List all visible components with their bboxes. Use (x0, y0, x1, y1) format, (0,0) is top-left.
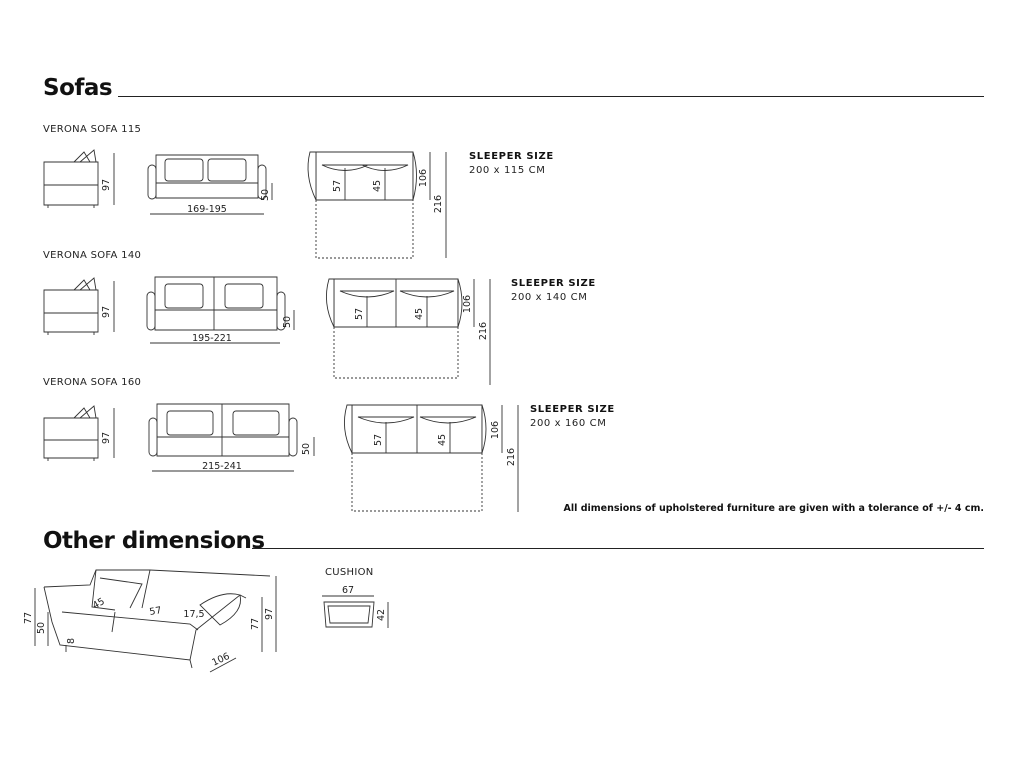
tolerance-note: All dimensions of upholstered furniture … (563, 503, 984, 514)
sofa-115-top-view: 57 45 106 216 (307, 151, 447, 259)
sofa-name-160: VERONA SOFA 160 (43, 377, 142, 388)
sleeper-size-115: 200 x 115 CM (469, 165, 546, 176)
sofa-140-side-height: 97 (101, 306, 112, 318)
sofa-140-side-view: 97 (43, 277, 115, 335)
sofa-115-top-b: 45 (372, 180, 383, 192)
sofa-140-top-depth: 106 (462, 295, 473, 313)
sofa-160-open-depth: 216 (506, 448, 517, 466)
sofas-title: Sofas (43, 75, 113, 101)
perspective-sofa-drawing: 77 50 8 45 57 17,5 77 97 106 (23, 569, 277, 673)
sofa-name-115: VERONA SOFA 115 (43, 124, 142, 135)
sofa-115-side-height: 97 (101, 179, 112, 191)
sofa-115-top-a: 57 (332, 180, 343, 192)
sofa-160-top-view: 57 45 106 216 (343, 404, 519, 512)
sofa-160-side-height: 97 (101, 432, 112, 444)
sofa-160-drawings: 97 215-241 50 57 (43, 403, 519, 512)
sofa-160-front-width: 215-241 (202, 461, 242, 472)
sofa-140-open-depth: 216 (478, 322, 489, 340)
sleeper-size-160: 200 x 160 CM (530, 418, 607, 429)
persp-45: 45 (91, 596, 107, 612)
persp-seat-50: 50 (36, 622, 47, 634)
cushion-label: CUSHION (325, 567, 374, 578)
persp-17-5: 17,5 (183, 609, 204, 620)
sofa-160-top-depth: 106 (490, 421, 501, 439)
persp-leg-8: 8 (66, 638, 77, 644)
sleeper-label-160: SLEEPER SIZE (530, 404, 615, 415)
other-dimensions-rule (252, 548, 984, 549)
sofa-140-top-view: 57 45 106 216 (325, 278, 491, 385)
sofa-name-140: VERONA SOFA 140 (43, 250, 142, 261)
sofa-140-seat-height: 50 (282, 316, 293, 328)
sofa-115-front-view: 169-195 50 (147, 154, 273, 215)
sofa-140-front-width: 195-221 (192, 333, 232, 344)
cushion-height: 42 (376, 609, 387, 621)
sofa-140-front-view: 195-221 50 (146, 276, 295, 344)
sofa-140-top-a: 57 (354, 308, 365, 320)
sofa-115-drawings: 97 169-195 50 57 45 (43, 149, 447, 259)
persp-height-77-right: 77 (250, 618, 261, 630)
sofa-115-top-depth: 106 (418, 169, 429, 187)
sofa-160-seat-height: 50 (301, 443, 312, 455)
sofa-160-front-view: 215-241 50 (148, 403, 315, 472)
sofas-title-rule (118, 96, 984, 97)
sofa-160-top-a: 57 (373, 434, 384, 446)
sofa-115-front-width: 169-195 (187, 204, 227, 215)
sofa-140-top-b: 45 (414, 308, 425, 320)
sofa-140-drawings: 97 195-221 50 57 (43, 276, 491, 385)
persp-57: 57 (149, 605, 163, 618)
sofa-115-side-view: 97 (43, 149, 115, 208)
sleeper-label-115: SLEEPER SIZE (469, 151, 554, 162)
sleeper-label-140: SLEEPER SIZE (511, 278, 596, 289)
other-dimensions-title: Other dimensions (43, 528, 265, 554)
persp-height-97: 97 (264, 608, 275, 620)
sofa-160-side-view: 97 (43, 405, 115, 461)
sofa-115-open-depth: 216 (433, 195, 444, 213)
sofa-160-top-b: 45 (437, 434, 448, 446)
cushion-width: 67 (342, 585, 354, 596)
sofa-115-seat-height: 50 (260, 189, 271, 201)
cushion-drawing: 67 42 (322, 585, 389, 628)
sleeper-size-140: 200 x 140 CM (511, 292, 588, 303)
persp-height-77-left: 77 (23, 612, 34, 624)
